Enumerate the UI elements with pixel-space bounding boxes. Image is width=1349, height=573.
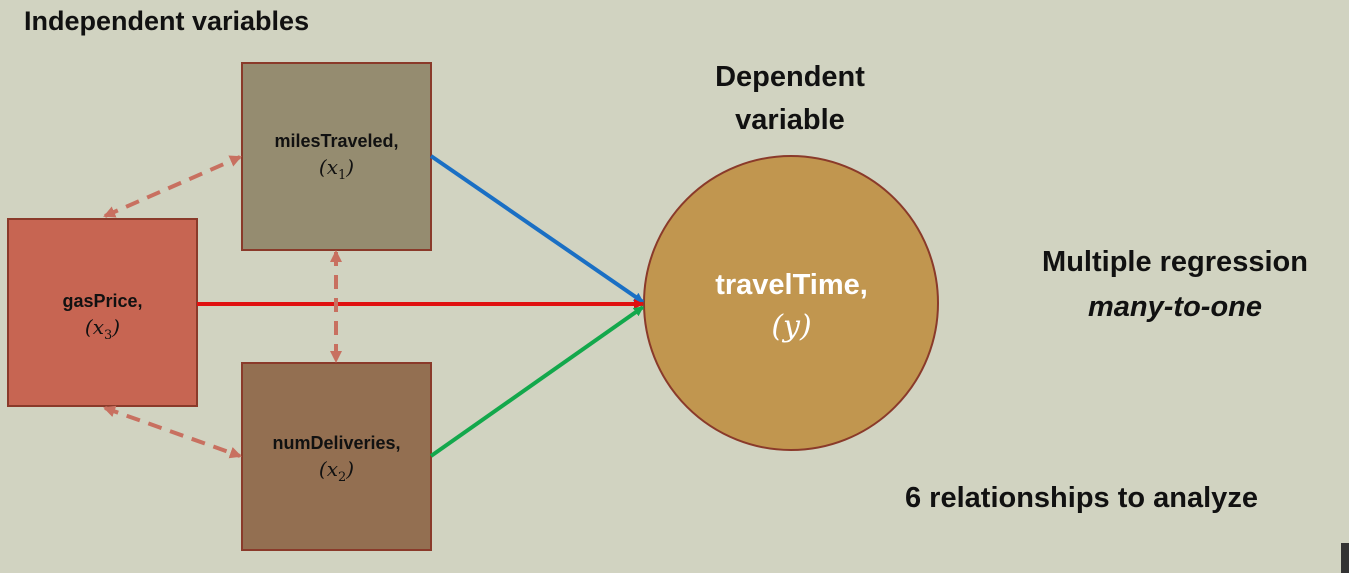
num-deliveries-name: numDeliveries, bbox=[272, 433, 401, 453]
miles-traveled-box bbox=[241, 62, 432, 251]
method-subtitle: many-to-one bbox=[1088, 291, 1262, 323]
miles-traveled-name: milesTraveled, bbox=[274, 131, 399, 151]
travel-time-circle bbox=[643, 155, 939, 451]
num-deliveries-box bbox=[241, 362, 432, 551]
deliveries-to-travel-arrow bbox=[429, 305, 645, 458]
gas-price-box bbox=[7, 218, 198, 407]
relationships-count: 6 relationships to analyze bbox=[905, 482, 1258, 514]
gas-deliveries-dashed-arrow bbox=[103, 405, 242, 459]
travel-time-name: travelTime, bbox=[715, 269, 868, 301]
scrollbar-thumb[interactable] bbox=[1341, 543, 1349, 573]
gas-miles-dashed-arrow bbox=[103, 155, 242, 218]
miles-traveled-label: milesTraveled, (x1) bbox=[242, 128, 431, 189]
gas-price-label: gasPrice, (x3) bbox=[8, 288, 197, 349]
independent-variables-heading: Independent variables bbox=[24, 6, 310, 36]
travel-time-label: travelTime, (y) bbox=[645, 264, 938, 348]
miles-to-travel-arrow bbox=[429, 154, 645, 304]
dependent-variable-heading: Dependent variable bbox=[715, 61, 865, 136]
gas-price-name: gasPrice, bbox=[62, 291, 143, 311]
gas-price-variable: (x3) bbox=[84, 315, 121, 343]
num-deliveries-variable: (x2) bbox=[318, 457, 355, 485]
miles-traveled-variable: (x1) bbox=[318, 155, 355, 183]
multiple-regression-heading: Multiple regression many-to-one bbox=[1020, 240, 1330, 330]
travel-time-variable: (y) bbox=[771, 309, 812, 344]
num-deliveries-label: numDeliveries, (x2) bbox=[242, 430, 431, 491]
method-title: Multiple regression bbox=[1042, 246, 1308, 278]
